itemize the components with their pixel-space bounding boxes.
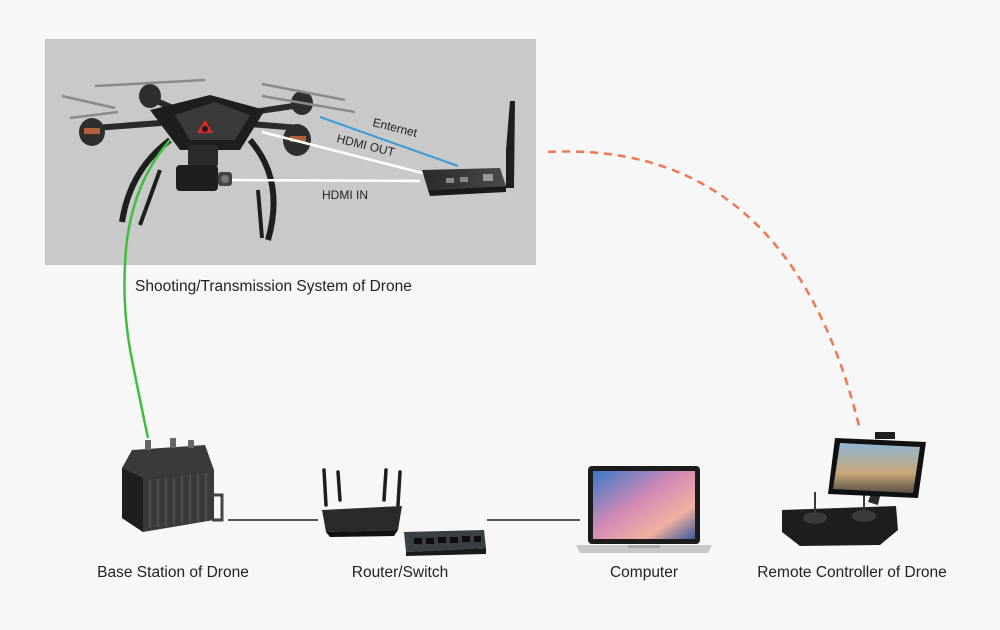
- ethernet-cable: [319, 116, 459, 167]
- caption-computer: Computer: [610, 564, 678, 581]
- drone-icon: [61, 78, 356, 241]
- camera-gimbal-icon: [176, 145, 232, 191]
- laptop-icon: [576, 466, 712, 553]
- switch-icon: [404, 530, 486, 556]
- caption-drone-system: Shooting/Transmission System of Drone: [135, 278, 412, 295]
- rf-link: [123, 139, 171, 439]
- caption-router: Router/Switch: [352, 564, 448, 581]
- hdmi-in-cable: [231, 178, 421, 183]
- tablet-icon: [828, 432, 926, 498]
- remote-controller-icon: [782, 470, 898, 546]
- wireless-link: [547, 150, 862, 431]
- router-icon: [322, 468, 402, 537]
- encoder-box-icon: [422, 101, 515, 196]
- caption-base-station: Base Station of Drone: [97, 564, 249, 581]
- hdmi-out-cable: [261, 130, 431, 177]
- caption-remote-controller: Remote Controller of Drone: [757, 564, 947, 581]
- cable-label-hdmi-in: HDMI IN: [322, 188, 368, 202]
- base-station-icon: [122, 438, 224, 532]
